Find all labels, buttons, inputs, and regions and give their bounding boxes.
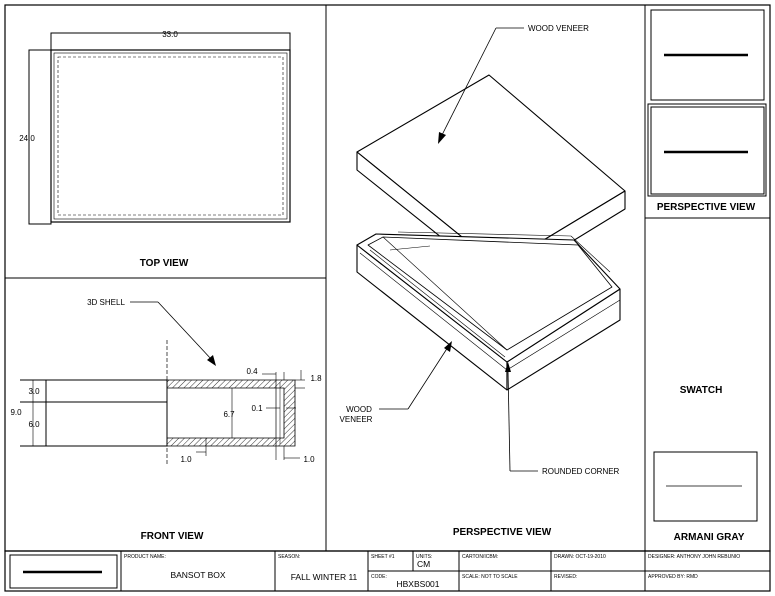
units-value: CM — [417, 559, 430, 569]
front-view-dimension-lines — [196, 370, 305, 460]
right-perspective-view-title: PERSPECTIVE VIEW — [657, 202, 756, 213]
veneer-side-leader-arrow — [444, 341, 452, 352]
front-view-drawing — [20, 340, 168, 465]
shell-leader-arrow — [207, 355, 216, 366]
top-view-depth-dim: 24.0 — [19, 134, 35, 143]
swatch-color-name: ARMANI GRAY — [674, 532, 745, 543]
title-block-grid — [4, 550, 771, 592]
veneer-top-leader-line — [441, 27, 524, 136]
rounded-corner-leader-line — [507, 369, 538, 472]
approved-label: APPROVED BY: RMD — [648, 574, 698, 580]
front-view-wall-right-dim: 1.8 — [310, 374, 322, 383]
sheet-label: SHEET #1 — [371, 554, 395, 560]
drawn-label: DRAWN: OCT-19-2010 — [554, 554, 606, 560]
veneer-side-leader-line — [379, 346, 449, 410]
front-view-base-height-dim: 6.0 — [28, 420, 40, 429]
front-view-bottom-thickness-dim: 1.0 — [180, 455, 192, 464]
product-name-value: BANSOT BOX — [170, 570, 225, 580]
code-label: CODE: — [371, 574, 387, 580]
front-view-total-height-dim: 9.0 — [10, 408, 22, 417]
top-view-title: TOP VIEW — [140, 258, 189, 269]
front-view-wall-top-dim: 0.4 — [246, 367, 258, 376]
carton-label: CARTON/ICBM: — [462, 554, 498, 560]
veneer-top-callout: WOOD VENEER — [528, 24, 589, 33]
code-value: HBXBS001 — [397, 579, 440, 589]
front-view-section-shell — [166, 379, 296, 447]
top-view-width-dim: 33.0 — [162, 30, 178, 39]
front-view-right-thickness-dim: 1.0 — [303, 455, 315, 464]
front-view-title: FRONT VIEW — [141, 531, 204, 542]
revised-label: REVISED: — [554, 574, 577, 580]
veneer-side-callout-line-1: WOOD — [346, 405, 372, 414]
shell-leader-line — [130, 301, 213, 361]
veneer-side-callout-line-2: VENEER — [340, 415, 373, 424]
veneer-top-leader-arrow — [438, 132, 446, 144]
designer-label: DESIGNER: ANTHONY JOHN REBUNIO — [648, 554, 740, 560]
swatch-title: SWATCH — [680, 385, 723, 396]
units-label: UNITS: — [416, 554, 432, 560]
rounded-corner-callout: ROUNDED CORNER — [542, 467, 620, 476]
season-label: SEASON: — [278, 554, 300, 560]
product-name-label: PRODUCT NAME: — [124, 554, 166, 560]
top-view-drawing — [28, 32, 291, 225]
perspective-view-title: PERSPECTIVE VIEW — [453, 527, 552, 538]
perspective-base — [356, 231, 621, 391]
shell-callout: 3D SHELL — [87, 298, 125, 307]
scale-label: SCALE: NOT TO SCALE — [462, 574, 518, 580]
season-value: FALL WINTER 11 — [291, 572, 358, 582]
front-view-lid-height-dim: 3.0 — [28, 387, 40, 396]
front-view-gap-dim: 0.1 — [251, 404, 263, 413]
rounded-corner-leader-arrow — [505, 362, 511, 372]
right-column-panels — [645, 9, 770, 522]
front-view-inner-height-dim: 6.7 — [223, 410, 235, 419]
